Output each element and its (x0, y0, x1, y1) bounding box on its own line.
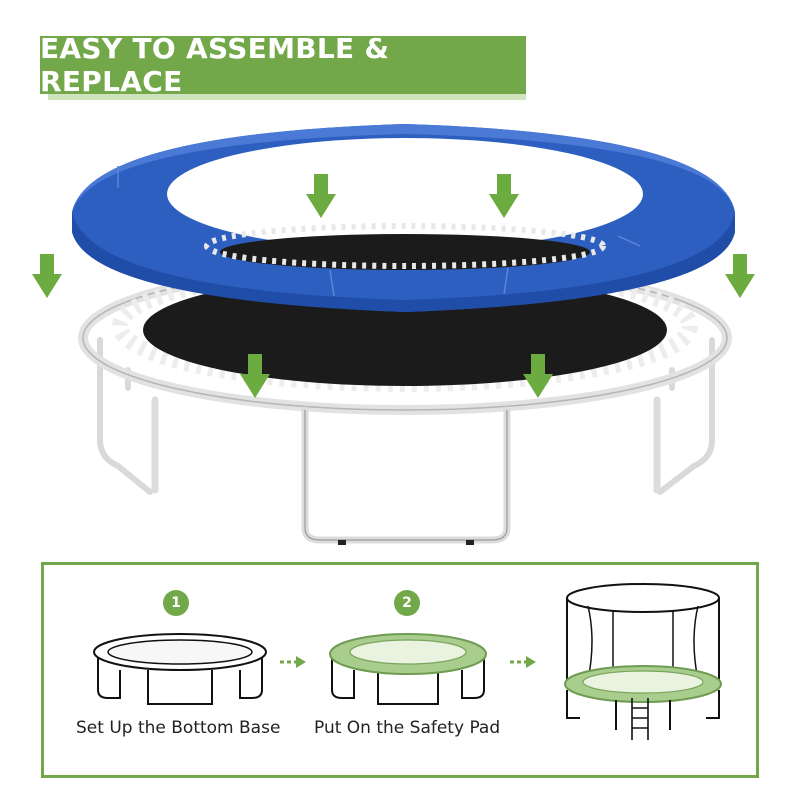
down-arrow-icon (32, 254, 62, 298)
right-arrow-icon (510, 656, 536, 668)
down-arrow-icon (306, 174, 336, 218)
down-arrow-icon (489, 174, 519, 218)
enclosure-trampoline-icon (564, 583, 722, 740)
trampoline-illustration (32, 124, 755, 545)
step-1-badge: 1 (163, 590, 189, 616)
right-arrow-icon (280, 656, 306, 668)
step-2-badge: 2 (394, 590, 420, 616)
bottom-base-icon (93, 633, 267, 705)
safety-pad (72, 124, 735, 312)
step-2-label: Put On the Safety Pad (314, 718, 501, 738)
down-arrow-icon (523, 354, 553, 398)
leg-foot (466, 540, 474, 545)
down-arrow-icon (725, 254, 755, 298)
leg-foot (338, 540, 346, 545)
step-1-label: Set Up the Bottom Base (76, 718, 281, 738)
banner-title: EASY TO ASSEMBLE & REPLACE (40, 32, 390, 98)
title-banner: EASY TO ASSEMBLE & REPLACE (40, 32, 526, 98)
down-arrow-icon (240, 354, 270, 398)
down-arrow-icons (32, 174, 755, 398)
safety-pad-icon (329, 633, 487, 705)
trampoline-legs-front (151, 396, 661, 544)
